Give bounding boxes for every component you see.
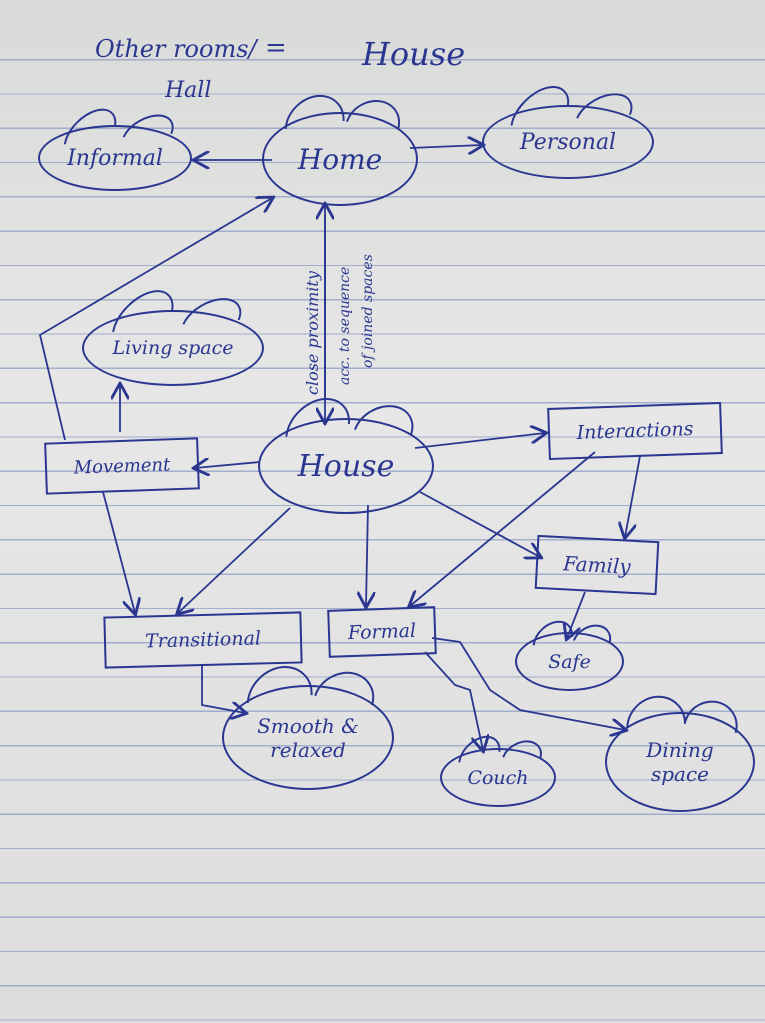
edge-label-sequence-1: acc. to sequence — [337, 266, 353, 385]
node-informal: Informal — [38, 125, 192, 191]
edge-interactions-family — [625, 455, 641, 537]
node-family: Family — [534, 534, 660, 596]
edge-house-transitional — [178, 507, 291, 613]
edge-interactions-formal — [410, 451, 596, 606]
edge-house-formal — [366, 504, 368, 606]
edge-movement-transitional — [102, 491, 135, 613]
title-hall: Hall — [165, 78, 212, 103]
edge-movement-home — [38, 198, 272, 441]
edge-house-interactions — [414, 433, 545, 449]
node-smooth-relaxed: Smooth & relaxed — [222, 685, 394, 790]
edge-label-sequence-2: of joined spaces — [360, 254, 376, 368]
edge-formal-dining — [431, 637, 625, 730]
node-safe: Safe — [515, 632, 624, 691]
edge-home-personal — [409, 145, 482, 148]
node-couch: Couch — [440, 748, 556, 807]
node-transitional: Transitional — [103, 611, 303, 669]
node-house: House — [258, 418, 434, 514]
edge-house-family — [419, 491, 540, 557]
node-dining-space: Dining space — [605, 712, 755, 812]
node-formal: Formal — [327, 606, 437, 658]
edge-label-proximity: close proximity — [303, 271, 322, 395]
edge-formal-couch — [424, 651, 483, 750]
node-interactions: Interactions — [547, 401, 723, 461]
node-living-space: Living space — [82, 310, 264, 386]
title-other-rooms: Other rooms/ — [95, 35, 257, 63]
edge-transitional-smooth — [201, 665, 245, 713]
node-movement: Movement — [44, 437, 200, 495]
node-home: Home — [262, 112, 418, 206]
node-personal: Personal — [482, 105, 654, 179]
title-house: House — [362, 35, 466, 73]
edge-house-movement — [195, 462, 261, 468]
title-equals: = — [265, 33, 287, 63]
